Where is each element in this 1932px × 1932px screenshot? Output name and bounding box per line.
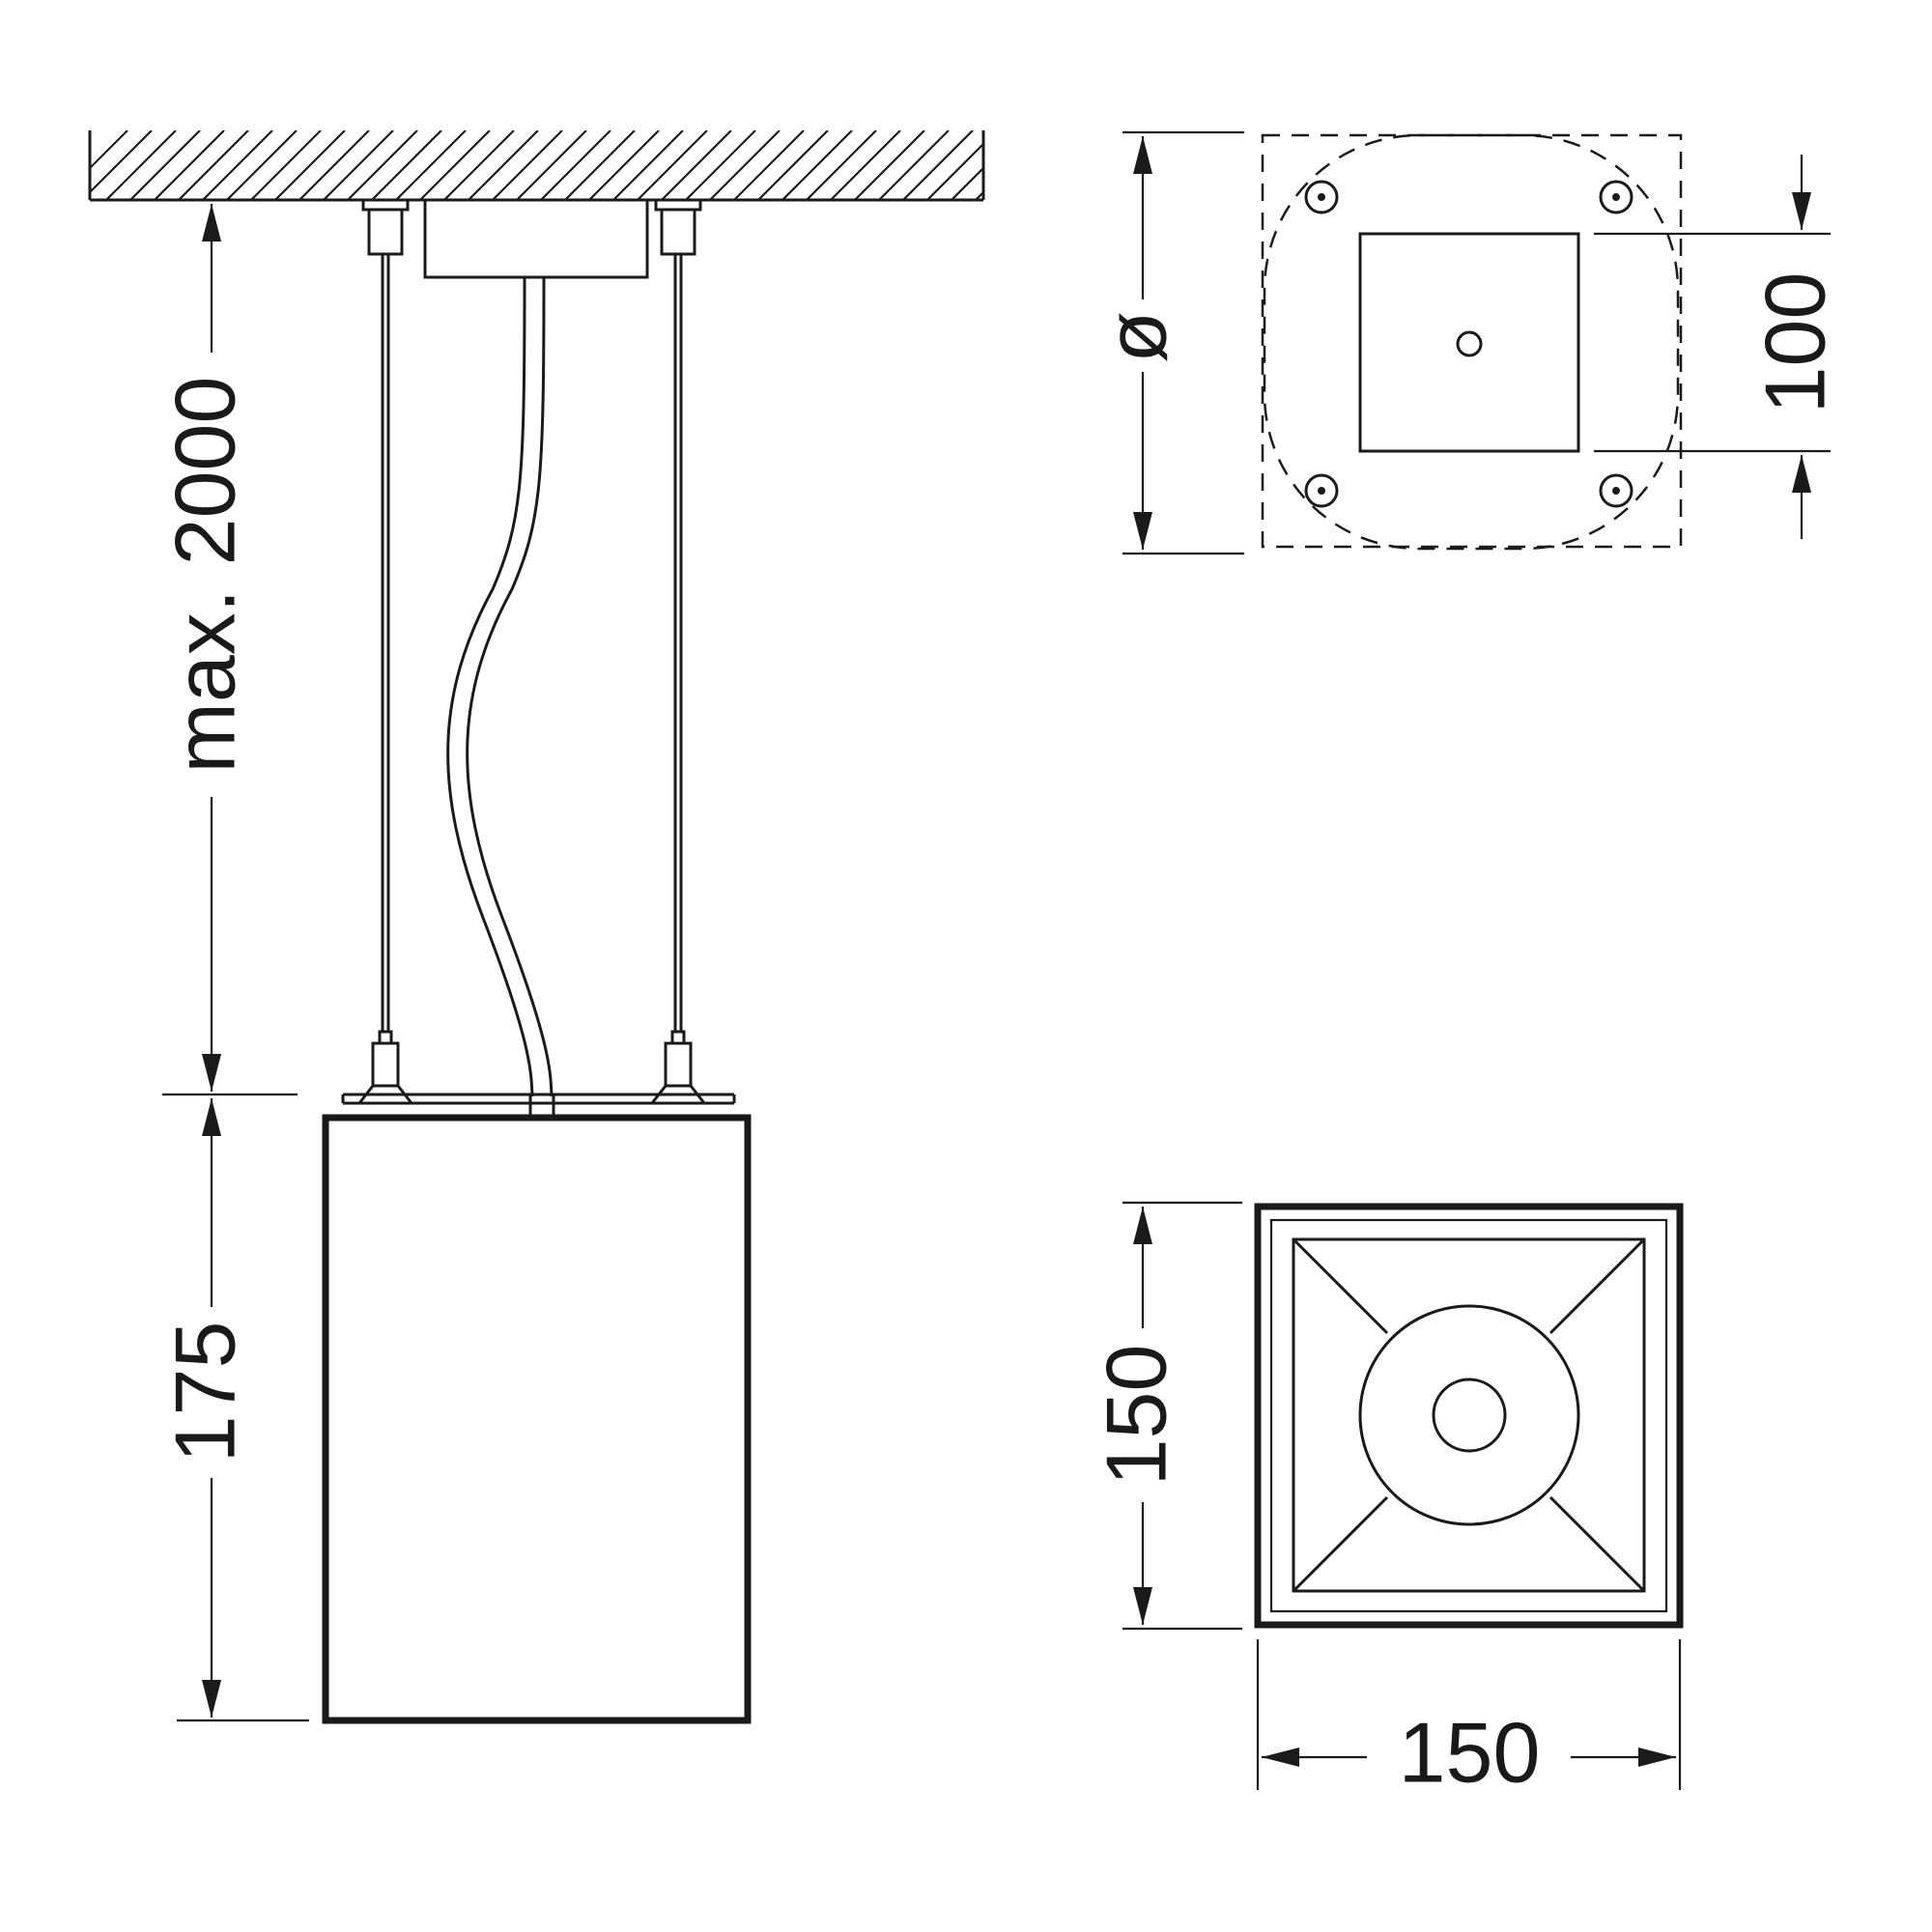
suspension-wire-right [673,254,683,1032]
hatch-line [709,130,781,200]
front-width-label: 150 [1399,1704,1541,1800]
canopy-box [1358,232,1580,453]
hatch-line [733,130,805,200]
dimension-body-height: 175 [156,1098,309,1722]
mounting-screw-top-left [1304,180,1339,214]
hatch-line [1048,130,1118,200]
hatch-line [540,130,611,200]
hatch-line [564,130,636,200]
hatch-line [178,130,249,200]
hatch-line [250,130,322,200]
canopy-diameter-label: ø [1088,311,1183,363]
mounting-screw-bottom-left [1304,473,1339,508]
suspension-length-label: max. 2000 [156,377,252,774]
bottom-gripper-left [355,1030,415,1105]
top-view: ø 100 [1088,130,1842,555]
top-gripper-right [654,198,702,256]
hatch-line [661,130,732,200]
top-gripper-left [361,198,410,256]
ceiling-hatch [88,130,1118,202]
hatch-line [90,130,153,194]
hatch-line [516,130,587,200]
front-height-label: 150 [1088,1345,1183,1487]
dimension-canopy-diameter: ø [1088,130,1244,555]
mounting-screw-top-right [1599,180,1634,214]
front-inner-frame [1269,1218,1668,1613]
hatch-line [202,130,273,200]
hatch-line [154,130,225,200]
hatch-line [90,130,128,170]
dimension-front-height: 150 [1088,1201,1242,1631]
body-height-label: 175 [156,1321,252,1463]
hatch-line [395,130,467,200]
power-cable [446,276,554,1097]
hatch-line [443,130,515,200]
hatch-line [298,130,370,200]
hatch-line [757,130,829,200]
dimension-front-width: 150 [1256,1639,1682,1800]
canopy-center-hole [1456,330,1483,357]
hatch-line [105,130,177,200]
front-view: 150 150 [1088,1201,1684,1800]
hatch-line [588,130,660,200]
reflector-opening [1292,1237,1646,1593]
hatch-line [347,130,418,200]
reflector-facets [1292,1237,1646,1593]
hatch-line [226,130,298,200]
hatch-line [612,130,684,200]
canopy-box-label: 100 [1747,272,1842,414]
hatch-line [926,142,983,200]
canopy-outline [1261,133,1683,549]
reflector-ring [1358,1304,1580,1526]
dimension-canopy-box: 100 [1594,155,1842,539]
hatch-line [274,130,346,200]
front-outer-frame [1254,1203,1684,1629]
hatch-line [637,130,708,200]
hatch-line [830,130,901,200]
hatch-line [371,130,442,200]
hatch-line [129,130,201,200]
hatch-line [1024,130,1094,200]
hatch-line [806,130,877,200]
hatch-line [323,130,394,200]
led-lens [1432,1378,1507,1453]
luminaire-body [322,1114,752,1724]
mounting-screw-bottom-right [1599,473,1634,508]
side-view: max. 2000 175 [88,130,1118,1724]
bottom-gripper-right [648,1030,708,1105]
hatch-line [902,130,974,200]
hatch-line [854,130,925,200]
dimension-suspension-length: max. 2000 [156,204,298,1096]
hatch-line [685,130,756,200]
hatch-line [468,130,539,200]
hatch-line [492,130,563,200]
hatch-line [1000,130,1069,200]
suspension-wire-left [381,254,390,1032]
hatch-line [419,130,491,200]
hatch-line [878,130,950,200]
hatch-line [951,166,983,200]
ceiling-canopy [423,198,649,279]
hatch-line [781,130,853,200]
mounting-plate [341,1093,736,1119]
hatch-line [975,190,983,200]
